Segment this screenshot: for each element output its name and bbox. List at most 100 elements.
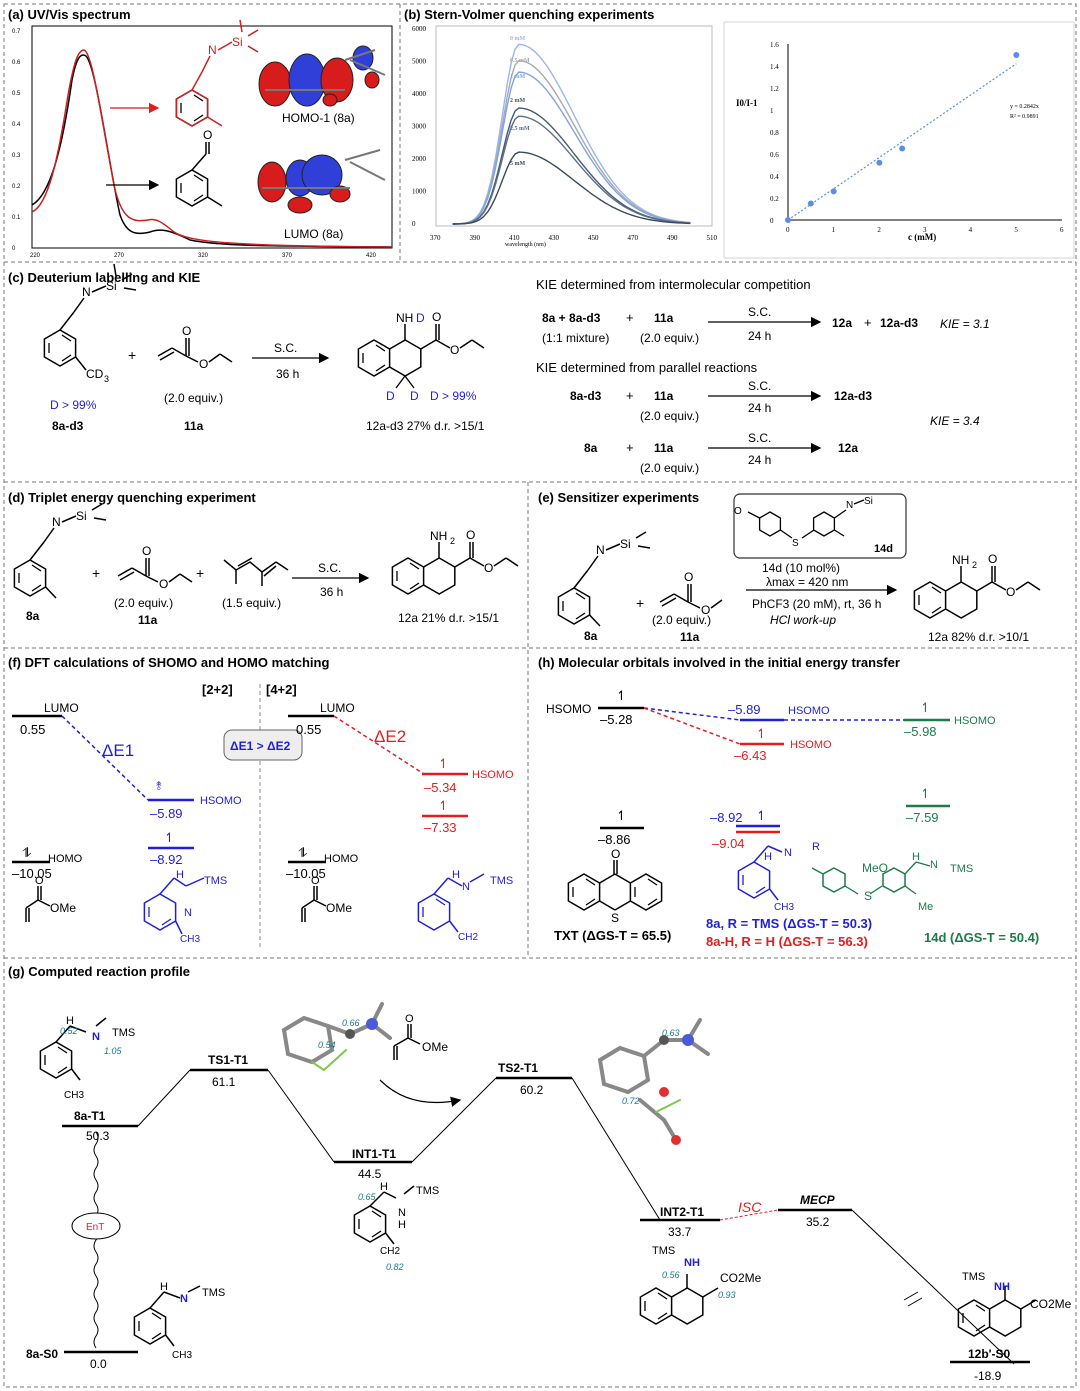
svg-text:0.65: 0.65 <box>358 1192 377 1202</box>
fl-curve <box>452 151 691 225</box>
svg-text:50.3: 50.3 <box>86 1129 110 1143</box>
profile-connectors <box>137 1069 1015 1365</box>
svg-text:NH: NH <box>952 553 969 567</box>
8a-h-label: 8a-H, R = H (ΔGS-T = 56.3) <box>706 934 868 949</box>
panel-e: (e) Sensitizer experiments O S N Si 14d … <box>538 490 1041 644</box>
methyl-acrylate-f1: O OMe <box>25 875 76 922</box>
svg-text:N: N <box>930 859 938 871</box>
panel-d-title: (d) Triplet energy quenching experiment <box>8 490 256 505</box>
svg-text:LUMO: LUMO <box>44 701 79 715</box>
svg-text:(2.0 equiv.): (2.0 equiv.) <box>640 409 699 423</box>
svg-text:11a: 11a <box>654 389 674 403</box>
kie-value-2: KIE = 3.4 <box>930 414 980 428</box>
svg-text:0.0: 0.0 <box>90 1357 107 1371</box>
fl-y-tick: 5000 <box>412 58 427 66</box>
svg-text:OMe: OMe <box>326 901 352 915</box>
svg-text:S.C.: S.C. <box>748 305 771 319</box>
svg-text:+: + <box>196 565 204 581</box>
svg-text:0.55: 0.55 <box>20 722 45 737</box>
sv-y-tick: 1 <box>770 107 774 115</box>
svg-text:N: N <box>180 1293 188 1305</box>
panel-h: (h) Molecular orbitals involved in the i… <box>538 655 1039 949</box>
imine-8a-structure: N Si <box>175 19 259 127</box>
sv-r2: R² = 0.9891 <box>1010 114 1039 120</box>
svg-text:+: + <box>626 310 634 325</box>
svg-text:O: O <box>159 577 168 591</box>
svg-text:0.93: 0.93 <box>718 1290 736 1300</box>
svg-text:ΔE1: ΔE1 <box>102 741 134 760</box>
svg-text:R: R <box>812 841 820 853</box>
sensitizer-box <box>733 493 907 559</box>
e-cond-1: 14d (10 mol%) <box>762 561 840 575</box>
fl-y-tick: 3000 <box>412 123 427 131</box>
14d-label: 14d <box>874 543 893 555</box>
svg-text:O: O <box>1006 585 1015 599</box>
svg-text:–5.34: –5.34 <box>424 780 457 795</box>
homo-label: HOMO-1 (8a) <box>282 111 355 125</box>
kie-parallel-title: KIE determined from parallel reactions <box>536 360 758 375</box>
svg-text:OMe: OMe <box>422 1040 448 1054</box>
svg-text:-18.9: -18.9 <box>974 1369 1002 1383</box>
svg-text:S.C.: S.C. <box>748 379 771 393</box>
sv-data-point <box>899 145 906 152</box>
svg-text:(2.0 equiv.): (2.0 equiv.) <box>652 613 711 627</box>
svg-text:O: O <box>35 875 44 887</box>
svg-text:–8.92: –8.92 <box>710 810 743 825</box>
svg-text:N: N <box>784 847 792 859</box>
svg-text:+: + <box>626 388 634 403</box>
svg-text:CO2Me: CO2Me <box>720 1271 762 1285</box>
svg-text:8a: 8a <box>584 441 598 455</box>
kie-mix: (1:1 mixture) <box>542 331 609 345</box>
svg-text:HOMO: HOMO <box>48 853 83 865</box>
kie-equiv-1: (2.0 equiv.) <box>640 331 699 345</box>
sv-y-tick: 0.6 <box>770 151 779 159</box>
sv-y-tick: 0.4 <box>770 173 779 181</box>
svg-text:NH: NH <box>994 1281 1010 1293</box>
svg-text:NH: NH <box>684 1257 700 1269</box>
ent-cycle <box>71 1212 121 1240</box>
d-product-label: 12a 21% d.r. >15/1 <box>398 611 499 625</box>
c-time: 36 h <box>276 367 299 381</box>
svg-text:(1.5 equiv.): (1.5 equiv.) <box>222 596 281 610</box>
fl-curve-label: 2 mM <box>510 98 525 104</box>
sv-data-point <box>876 159 883 166</box>
radical-structure-f2 <box>417 873 485 933</box>
lumo-label: LUMO (8a) <box>284 227 343 241</box>
uv-curve-aldehyde <box>31 54 393 248</box>
homo-1-orbital-image <box>258 45 386 107</box>
fl-curve-label: 0.5 mM <box>510 58 530 64</box>
uv-x-tick: 420 <box>366 253 377 259</box>
svg-text:Si: Si <box>232 35 243 49</box>
fl-x-tick: 470 <box>628 234 639 242</box>
svg-text:H: H <box>398 1219 406 1231</box>
uv-x-tick: 370 <box>282 253 293 259</box>
e-cond-4: HCl work-up <box>770 613 836 627</box>
svg-text:H: H <box>452 869 460 881</box>
panel-a-title: (a) UV/Vis spectrum <box>8 7 131 22</box>
svg-text:[2+2]: [2+2] <box>202 682 233 697</box>
fl-y-tick: 6000 <box>412 25 427 33</box>
sv-x-label: c (mM) <box>908 232 936 242</box>
svg-text:8a: 8a <box>26 609 40 623</box>
methyl-acrylate-f2: O OMe <box>301 875 352 922</box>
fl-curve <box>452 107 691 225</box>
svg-text:2: 2 <box>972 560 977 570</box>
fl-y-tick: 0 <box>412 220 416 228</box>
svg-text:–7.59: –7.59 <box>906 810 939 825</box>
svg-text:O: O <box>432 310 441 324</box>
svg-text:CH3: CH3 <box>172 1350 192 1361</box>
sv-x-tick: 0 <box>786 226 790 234</box>
svg-text:O: O <box>466 528 475 542</box>
sv-y-tick: 0.2 <box>770 195 779 203</box>
8a-label-h: 8a, R = TMS (ΔGS-T = 50.3) <box>706 916 872 931</box>
svg-text:0.72: 0.72 <box>622 1096 640 1106</box>
svg-text:[4+2]: [4+2] <box>266 682 297 697</box>
svg-text:↿: ↿ <box>756 726 767 741</box>
sv-data-point <box>830 188 837 195</box>
ent-wavy-line <box>93 1131 99 1349</box>
sv-y-tick: 1.2 <box>770 85 779 93</box>
svg-text:+: + <box>864 315 872 330</box>
svg-text:MECP: MECP <box>800 1193 836 1207</box>
svg-text:8a-T1: 8a-T1 <box>74 1109 106 1123</box>
